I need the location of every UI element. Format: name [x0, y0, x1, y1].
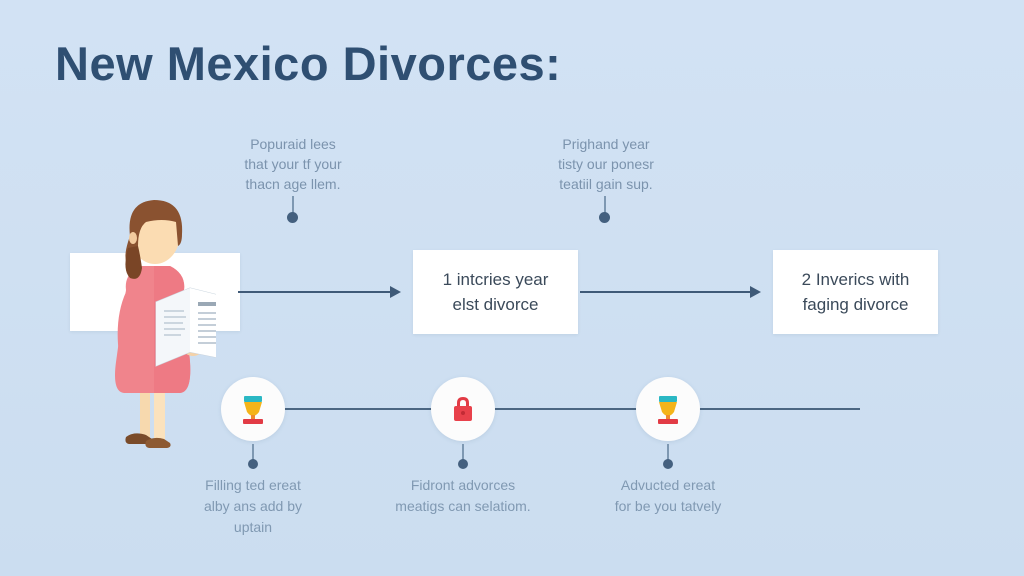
annotation-dot-2 — [599, 212, 610, 223]
timeline-node-3-dot — [663, 459, 673, 469]
timeline-node-1-dot — [248, 459, 258, 469]
top-annotation-1: Popuraid lees that your tf your thacn ag… — [244, 136, 342, 192]
timeline-caption-2: Fidront advorces meatigs can selatiom. — [395, 477, 531, 514]
connector-arrow-2-head — [750, 286, 761, 298]
timeline-node-2-dot — [458, 459, 468, 469]
timeline-node-3[interactable] — [636, 377, 700, 441]
timeline-node-2-stem — [462, 444, 464, 463]
connector-arrow-1 — [238, 291, 398, 293]
step-card-2[interactable]: 1 intcries year elst divorce — [413, 250, 578, 334]
lock-icon — [454, 397, 472, 421]
trophy-icon — [243, 396, 263, 424]
connector-arrow-2 — [580, 291, 758, 293]
connector-arrow-1-head — [390, 286, 401, 298]
step-card-2-label: 1 intcries year elst divorce — [442, 270, 549, 314]
trophy-icon — [658, 396, 678, 424]
annotation-dot-1 — [287, 212, 298, 223]
timeline-caption-3: Advucted ereat for be you tatvely — [614, 477, 722, 514]
timeline-caption-1: Filling ted ereat alby ans add by uptain — [203, 477, 303, 535]
timeline-node-2[interactable] — [431, 377, 495, 441]
annotation-stem-1 — [292, 196, 294, 218]
timeline-node-3-stem — [667, 444, 669, 463]
timeline-node-1[interactable] — [221, 377, 285, 441]
top-annotation-2: Prighand year tisty our ponesr teatiil g… — [558, 136, 654, 192]
step-card-3[interactable]: 2 Inverics with faging divorce — [773, 250, 938, 334]
page-title: New Mexico Divorces: — [55, 37, 562, 90]
timeline-line — [252, 408, 860, 410]
step-card-1[interactable] — [70, 253, 240, 331]
annotation-stem-2 — [604, 196, 606, 218]
step-card-3-label: 2 Inverics with faging divorce — [801, 270, 910, 314]
timeline-node-1-stem — [252, 444, 254, 463]
